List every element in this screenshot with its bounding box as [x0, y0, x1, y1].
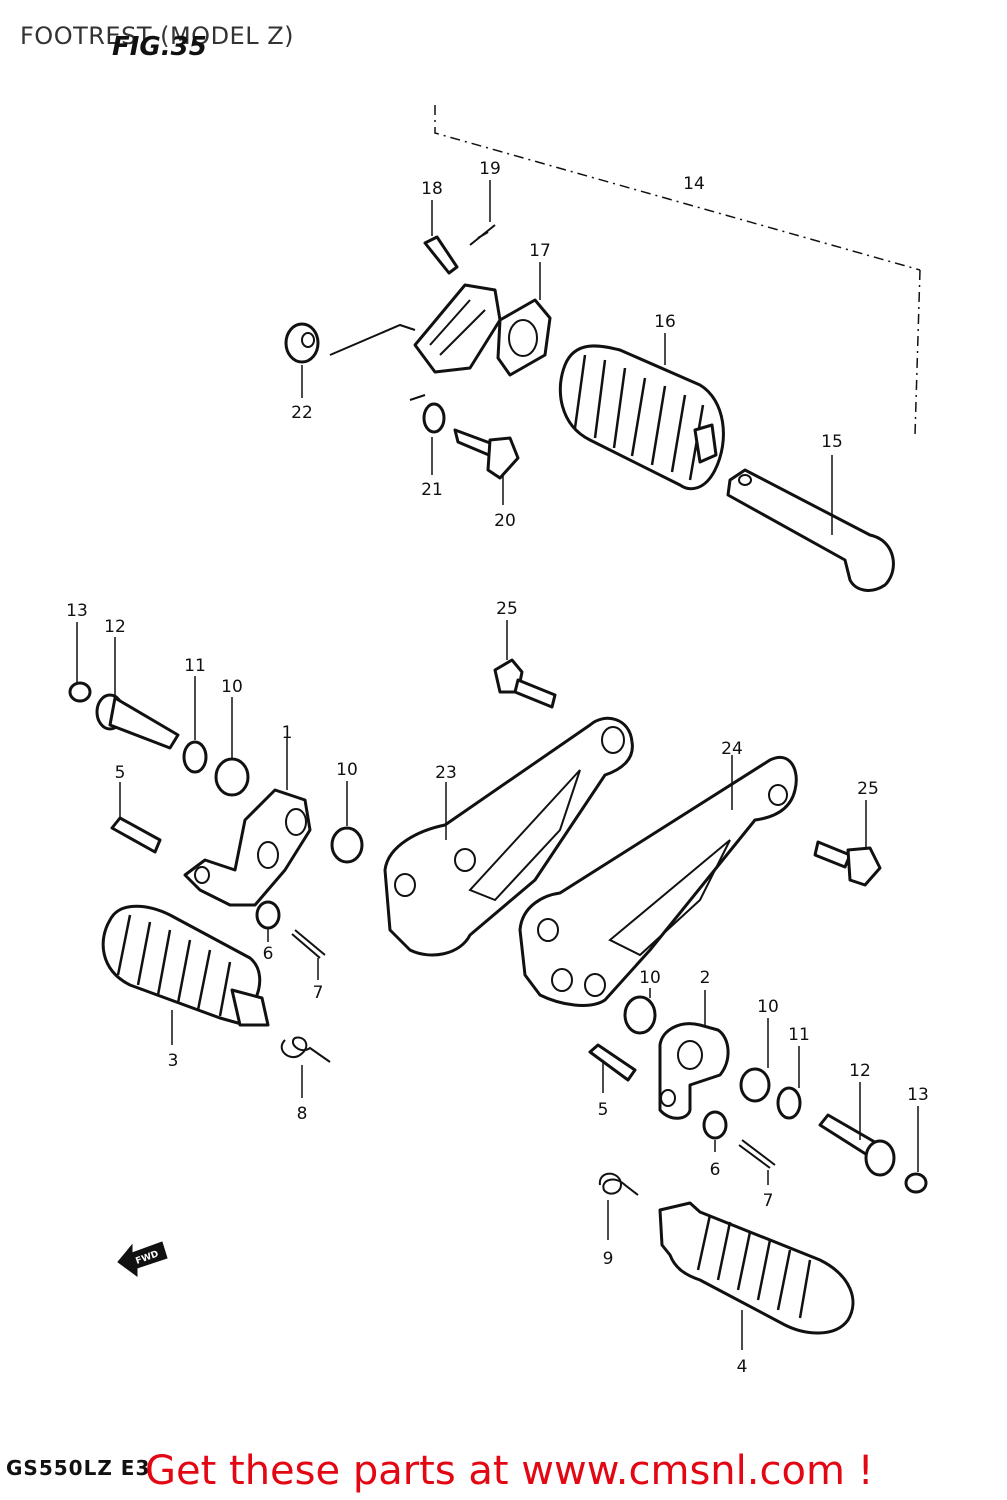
part-10-bush-right[interactable] [623, 988, 657, 1035]
callout-14[interactable]: 14 [683, 174, 705, 194]
callout-10-mid[interactable]: 10 [336, 760, 358, 780]
part-15-footrest-pin[interactable] [726, 455, 895, 592]
assembly-14-bracket [434, 105, 921, 436]
callout-10-right[interactable]: 10 [639, 968, 661, 988]
callout-9[interactable]: 9 [603, 1249, 614, 1269]
part-5-pin-right[interactable] [588, 1043, 637, 1093]
part-13-cap-right[interactable] [904, 1106, 928, 1194]
footrest-holder-upper[interactable] [329, 283, 502, 401]
callout-7-left[interactable]: 7 [313, 983, 324, 1003]
callout-25-upper[interactable]: 25 [496, 599, 518, 619]
part-17-gasket[interactable] [496, 262, 552, 377]
part-25-bolt-upper[interactable] [493, 620, 557, 709]
part-8-spring[interactable] [280, 1036, 331, 1098]
callout-11-left[interactable]: 11 [184, 656, 206, 676]
part-2-bracket-right[interactable] [658, 990, 730, 1120]
part-12-pin-left[interactable] [95, 637, 180, 750]
part-12-pin-right[interactable] [818, 1082, 896, 1177]
part-11-washer-left[interactable] [182, 676, 208, 774]
forward-direction-arrow-icon: FWD [117, 1241, 168, 1277]
callout-15[interactable]: 15 [821, 432, 843, 452]
callout-13-right[interactable]: 13 [907, 1085, 929, 1105]
callout-21[interactable]: 21 [421, 480, 443, 500]
part-16-footrest-rubber[interactable] [558, 333, 725, 491]
part-6-washer-right[interactable] [702, 1110, 728, 1152]
callout-10-left[interactable]: 10 [221, 677, 243, 697]
part-10-bush-right-lower[interactable] [739, 1018, 771, 1103]
callout-22[interactable]: 22 [291, 403, 313, 423]
callout-10-right-lower[interactable]: 10 [757, 997, 779, 1017]
callout-12-left[interactable]: 12 [104, 617, 126, 637]
callout-7-right[interactable]: 7 [763, 1191, 774, 1211]
part-24-footrest-plate-right[interactable] [518, 755, 798, 1007]
get-parts-link[interactable]: Get these parts at www.cmsnl.com ! [145, 1448, 874, 1494]
part-9-spring[interactable] [598, 1172, 639, 1240]
callout-12-right[interactable]: 12 [849, 1061, 871, 1081]
part-19-pin[interactable] [469, 180, 496, 246]
callout-24[interactable]: 24 [721, 739, 743, 759]
callout-20[interactable]: 20 [494, 511, 516, 531]
callout-6-left[interactable]: 6 [263, 944, 274, 964]
callout-11-right[interactable]: 11 [788, 1025, 810, 1045]
callout-6-right[interactable]: 6 [710, 1160, 721, 1180]
part-3-footrest-left[interactable] [101, 904, 270, 1045]
part-6-washer-left[interactable] [255, 900, 281, 942]
part-7-cotter-left[interactable] [291, 929, 326, 980]
model-code: GS550LZ E3 [6, 1456, 151, 1480]
callout-17[interactable]: 17 [529, 241, 551, 261]
callout-23[interactable]: 23 [435, 763, 457, 783]
callout-1[interactable]: 1 [282, 723, 293, 743]
callout-numbers: 14 18 19 17 16 22 15 21 20 25 13 12 11 1… [66, 159, 929, 1377]
part-10-bush-left[interactable] [214, 697, 250, 797]
part-25-bolt-right[interactable] [813, 800, 882, 887]
part-10-bush-mid[interactable] [330, 781, 364, 864]
part-4-footrest-right[interactable] [658, 1201, 855, 1350]
part-5-pin-left[interactable] [110, 782, 162, 854]
part-18-bolt[interactable] [423, 200, 459, 275]
part-20-bolt[interactable] [453, 428, 520, 505]
callout-5-right[interactable]: 5 [598, 1100, 609, 1120]
part-7-cotter-right[interactable] [738, 1139, 776, 1185]
figure-label: FIG.35 [112, 32, 207, 62]
callout-8[interactable]: 8 [297, 1104, 308, 1124]
callout-25-right[interactable]: 25 [857, 779, 879, 799]
callout-19[interactable]: 19 [479, 159, 501, 179]
part-23-footrest-plate-left[interactable] [383, 716, 634, 957]
part-22-rubber[interactable] [284, 322, 320, 398]
page-title: FOOTREST (MODEL Z) [20, 22, 295, 50]
part-1-bracket-left[interactable] [183, 738, 312, 907]
callout-18[interactable]: 18 [421, 179, 443, 199]
part-21-washer[interactable] [422, 402, 446, 475]
callout-2[interactable]: 2 [700, 968, 711, 988]
callout-13-left[interactable]: 13 [66, 601, 88, 621]
callout-5-left[interactable]: 5 [115, 763, 126, 783]
callout-3[interactable]: 3 [168, 1051, 179, 1071]
part-13-cap-left[interactable] [68, 622, 92, 703]
part-11-washer-right[interactable] [776, 1046, 802, 1120]
callout-4[interactable]: 4 [737, 1357, 748, 1377]
callout-16[interactable]: 16 [654, 312, 676, 332]
